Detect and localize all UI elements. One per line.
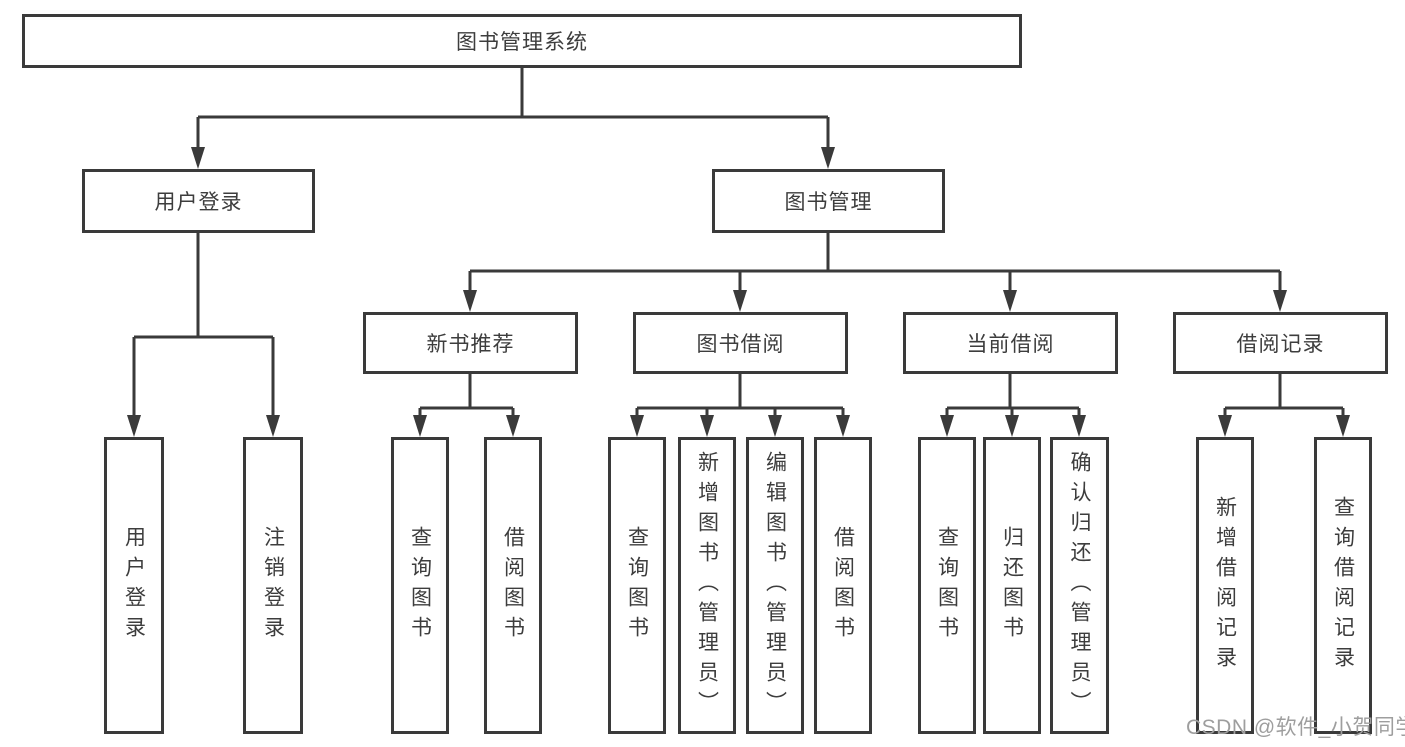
node-current-borrowing-label: 当前借阅 (966, 333, 1055, 356)
arrowhead-icon (1218, 415, 1232, 437)
node-library-management-system: 图书管理系统 (22, 14, 1022, 68)
leaf-query-books-borrow: 查询图书 (608, 437, 666, 734)
arrowhead-icon (1003, 290, 1017, 312)
arrowhead-icon (836, 415, 850, 437)
arrowhead-icon (700, 415, 714, 437)
leaf-edit-books-admin-label: 编辑图书（管理员） (763, 450, 787, 721)
leaf-query-books-current-label: 查询图书 (935, 525, 959, 646)
connector-book-borrow-children (635, 374, 845, 420)
connector-new-book-recommend-children (418, 374, 515, 420)
leaf-borrow-books-recommend-label: 借阅图书 (501, 525, 525, 646)
node-user-login: 用户登录 (82, 169, 315, 233)
leaf-logout-label: 注销登录 (261, 525, 285, 646)
arrowhead-icon (940, 415, 954, 437)
leaf-query-books-borrow-label: 查询图书 (625, 525, 649, 646)
leaf-return-books-label: 归还图书 (1000, 525, 1024, 646)
arrowhead-icon (413, 415, 427, 437)
leaf-add-books-admin-label: 新增图书（管理员） (695, 450, 719, 721)
arrowhead-icon (1336, 415, 1350, 437)
connector-root-to-level2 (196, 68, 830, 152)
node-borrowing-records: 借阅记录 (1173, 312, 1388, 374)
arrowhead-icon (1072, 415, 1086, 437)
node-book-borrowing: 图书借阅 (633, 312, 848, 374)
arrowhead-icon (266, 415, 280, 437)
leaf-edit-books-admin: 编辑图书（管理员） (746, 437, 804, 734)
leaf-query-borrow-record: 查询借阅记录 (1314, 437, 1372, 734)
leaf-borrow-books-label: 借阅图书 (831, 525, 855, 646)
node-borrowing-records-label: 借阅记录 (1236, 333, 1325, 356)
node-book-management-label: 图书管理 (784, 191, 873, 214)
leaf-add-borrow-record-label: 新增借阅记录 (1213, 495, 1237, 676)
node-new-book-recommendation-label: 新书推荐 (426, 333, 515, 356)
node-book-borrowing-label: 图书借阅 (696, 333, 785, 356)
arrowhead-icon (733, 290, 747, 312)
arrowhead-icon (630, 415, 644, 437)
connector-book-management-children (468, 233, 1282, 296)
leaf-return-books: 归还图书 (983, 437, 1041, 734)
leaf-user-login: 用户登录 (104, 437, 164, 734)
arrowhead-icon (768, 415, 782, 437)
leaf-borrow-books: 借阅图书 (814, 437, 872, 734)
arrowhead-icon (191, 147, 205, 169)
arrowhead-icon (506, 415, 520, 437)
leaf-confirm-return-admin: 确认归还（管理员） (1050, 437, 1109, 734)
arrowheads (127, 147, 1350, 437)
node-new-book-recommendation: 新书推荐 (363, 312, 578, 374)
node-user-login-label: 用户登录 (154, 191, 243, 214)
node-book-management: 图书管理 (712, 169, 945, 233)
leaf-query-books-recommend-label: 查询图书 (408, 525, 432, 646)
leaf-user-login-label: 用户登录 (122, 525, 146, 646)
leaf-add-borrow-record: 新增借阅记录 (1196, 437, 1254, 734)
arrowhead-icon (127, 415, 141, 437)
connector-user-login-children (132, 233, 275, 420)
leaf-confirm-return-admin-label: 确认归还（管理员） (1068, 450, 1091, 721)
node-library-management-system-label: 图书管理系统 (456, 31, 588, 54)
leaf-add-books-admin: 新增图书（管理员） (678, 437, 736, 734)
arrowhead-icon (1273, 290, 1287, 312)
leaf-query-books-recommend: 查询图书 (391, 437, 449, 734)
leaf-query-books-current: 查询图书 (918, 437, 976, 734)
arrowhead-icon (1005, 415, 1019, 437)
arrowhead-icon (821, 147, 835, 169)
leaf-logout: 注销登录 (243, 437, 303, 734)
connector-borrow-records-children (1223, 374, 1345, 420)
leaf-borrow-books-recommend: 借阅图书 (484, 437, 542, 734)
leaf-query-borrow-record-label: 查询借阅记录 (1331, 495, 1355, 676)
watermark: CSDN @软件_小贺同学 (1186, 716, 1405, 739)
connector-current-borrow-children (945, 374, 1081, 420)
node-current-borrowing: 当前借阅 (903, 312, 1118, 374)
arrowhead-icon (463, 290, 477, 312)
